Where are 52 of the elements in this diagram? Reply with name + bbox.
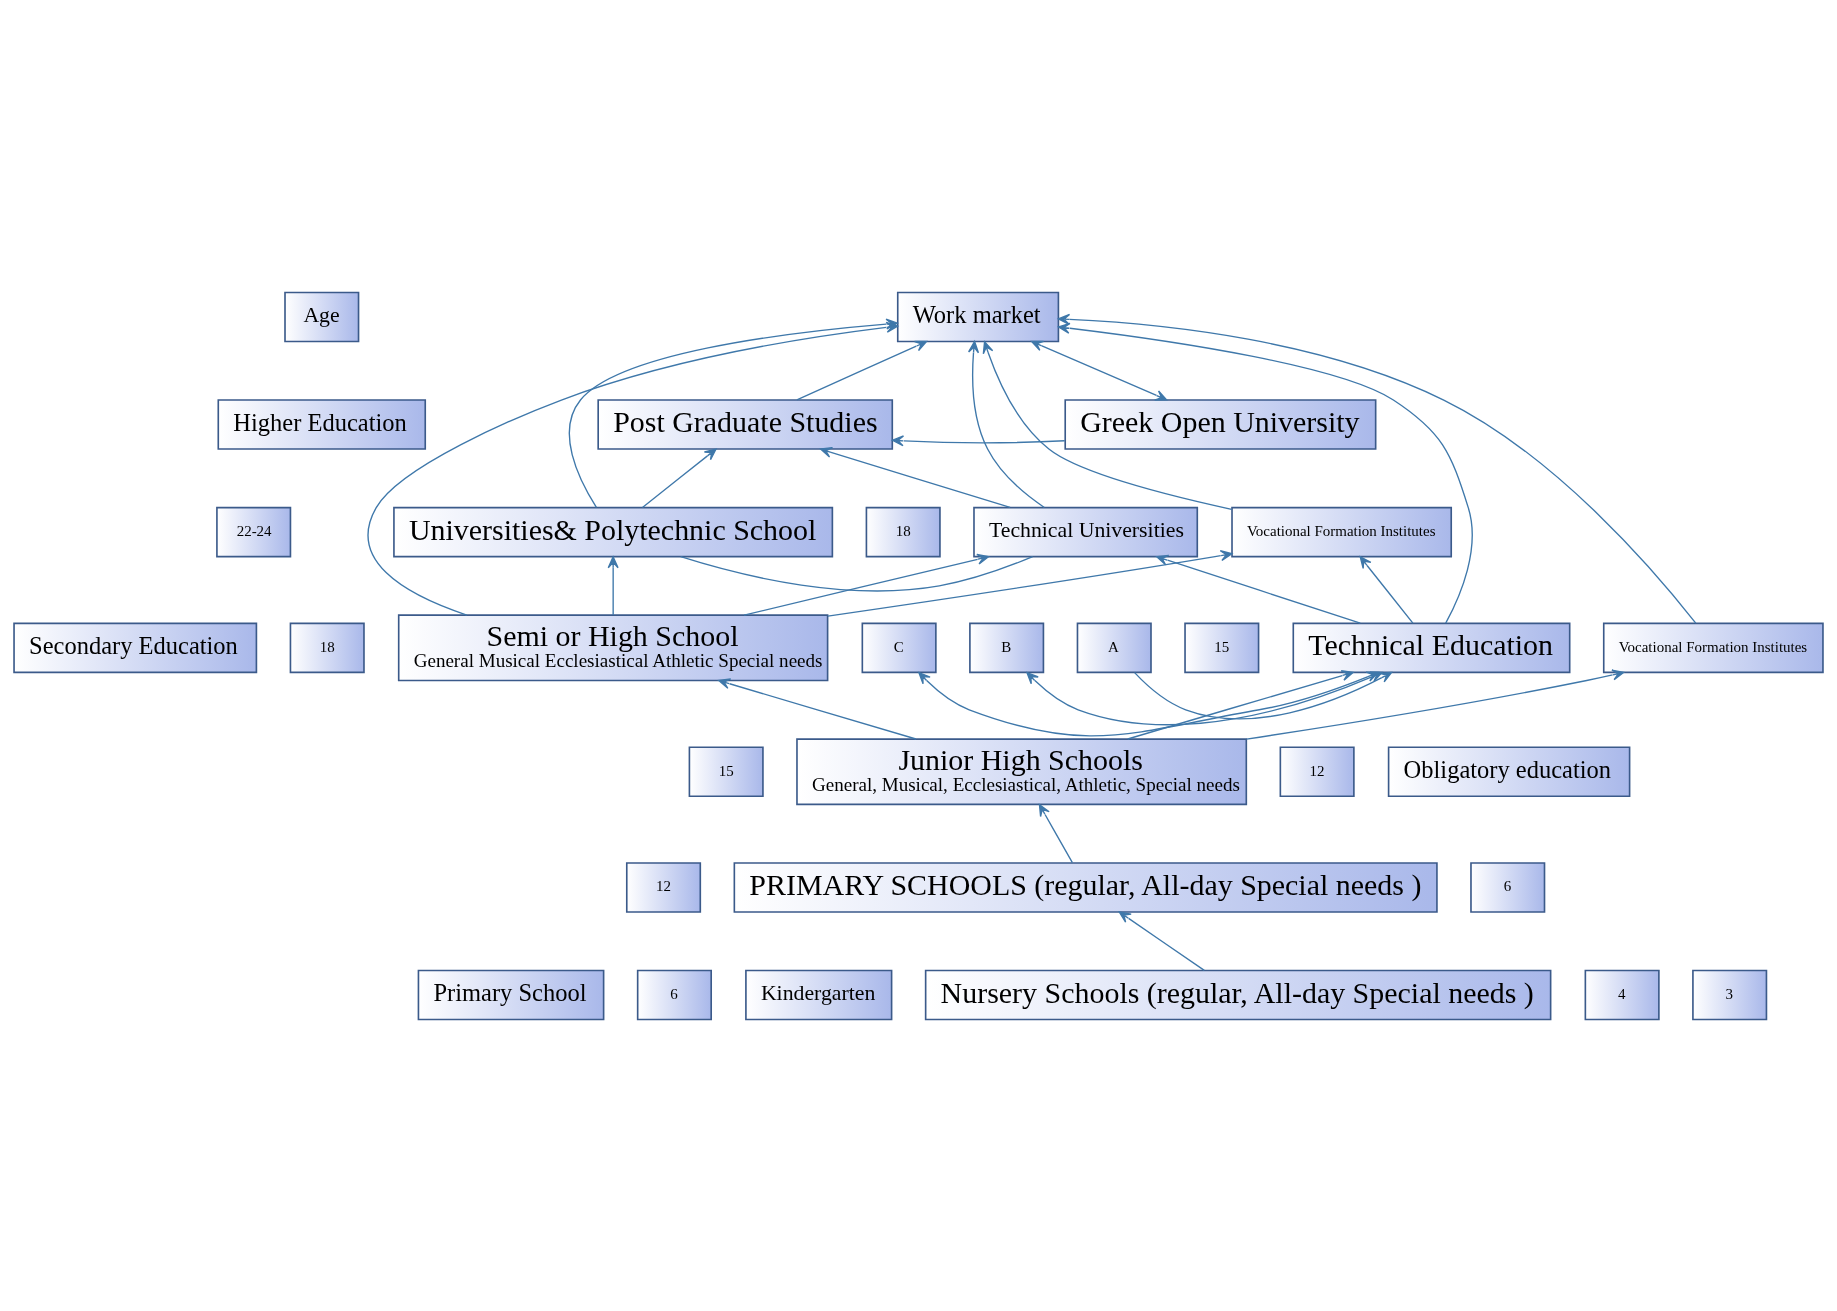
node-box: Technical Education [1292, 622, 1571, 673]
node-box: Obligatory education [1387, 745, 1631, 797]
arrow [796, 340, 928, 401]
node-box: Higher Education [217, 398, 427, 450]
node-box: 18 [865, 506, 941, 557]
node-box: 6 [636, 969, 712, 1020]
arrow [1127, 669, 1354, 740]
arrow [743, 553, 990, 616]
arrow [1057, 313, 1697, 624]
arrow [1057, 322, 1473, 624]
arrow [982, 340, 1233, 510]
node-box: C [861, 622, 937, 673]
arrow [967, 340, 1045, 508]
arrow [607, 555, 619, 616]
node-box: Nursery Schools (regular, All-day Special needs ) [924, 969, 1552, 1020]
connector [680, 555, 1034, 592]
node-box: 6 [1470, 861, 1546, 913]
node-box: Vocational Formation Institutes [1231, 506, 1453, 557]
arrow [367, 321, 899, 616]
node-box: 12 [625, 861, 702, 913]
arrow [1118, 910, 1205, 971]
node-box: Vocational Formation Institutes [1602, 622, 1824, 673]
arrow [827, 549, 1233, 617]
node-box: 15 [688, 745, 764, 797]
node-box: Semi or High School General Musical Ecclesiastical Athletic Special needs [397, 613, 829, 681]
node-box: 4 [1584, 969, 1660, 1020]
node-box: Universities& Polytechnic School [393, 506, 834, 557]
arrow [1038, 803, 1074, 863]
node-box: Technical Universities [973, 506, 1199, 557]
node-box: Kindergarten [745, 969, 893, 1020]
node-box: Work market [896, 291, 1060, 342]
node-box: Age [284, 291, 360, 342]
node-box: Greek Open University [1064, 398, 1377, 450]
arrow [641, 447, 717, 508]
node-box: B [969, 622, 1045, 673]
arrow [1031, 340, 1168, 401]
node-box: Secondary Education [13, 622, 258, 673]
node-box: 18 [289, 622, 365, 673]
node-box: Post Graduate Studies [597, 398, 894, 450]
node-box: Primary School [417, 969, 605, 1020]
node-box: 3 [1692, 969, 1768, 1020]
node-box: 12 [1279, 745, 1355, 797]
arrow [1359, 555, 1414, 624]
node-box: 15 [1184, 622, 1260, 673]
node-box: A [1076, 622, 1152, 673]
arrow [718, 677, 917, 740]
arrow [1156, 554, 1361, 624]
node-box: 22-24 [216, 506, 292, 557]
arrow [891, 434, 1066, 446]
node-box: PRIMARY SCHOOLS (regular, All-day Special needs ) [733, 861, 1438, 913]
arrow [819, 446, 1011, 508]
node-box: Junior High Schools General, Musical, Ecclesiastical, Athletic, Special needs [796, 737, 1248, 805]
